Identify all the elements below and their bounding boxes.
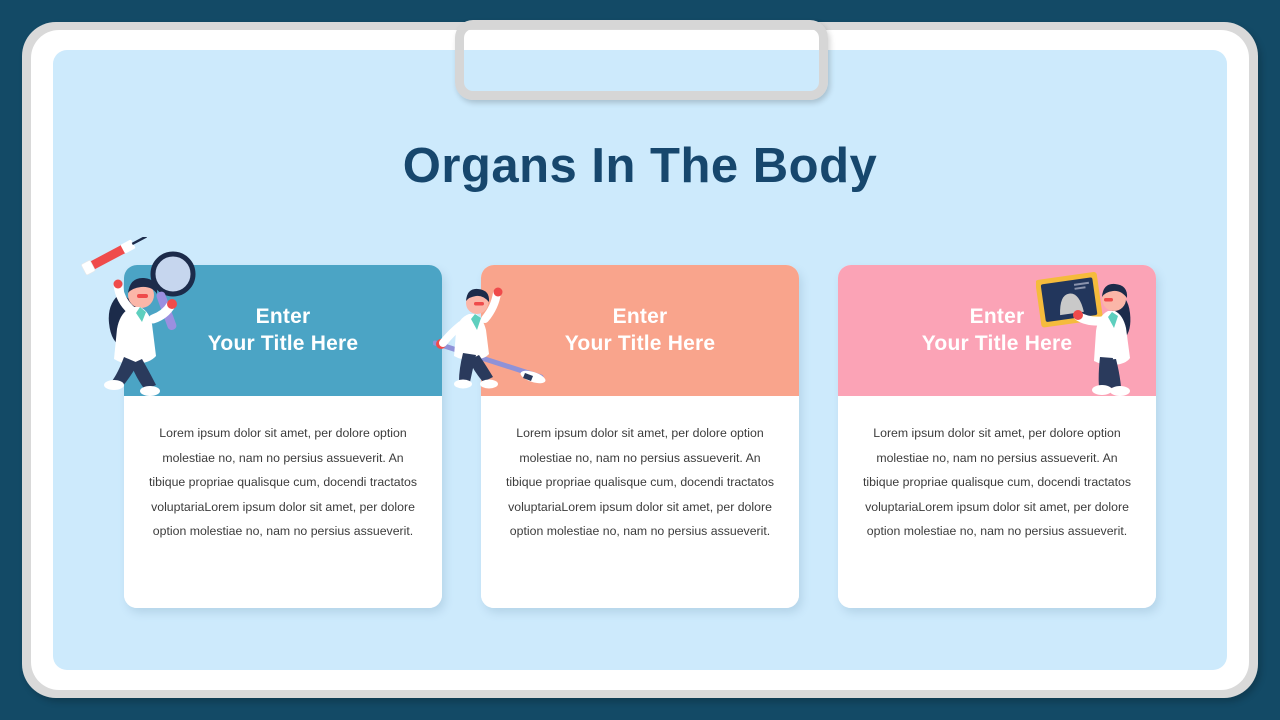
card-2[interactable]: Enter Your Title Here xyxy=(433,265,799,608)
card-2-header: Enter Your Title Here xyxy=(481,265,799,396)
card-3-body: Lorem ipsum dolor sit amet, per dolore o… xyxy=(838,396,1156,608)
top-tab-notch xyxy=(455,20,828,100)
card-1[interactable]: Enter Your Title Here xyxy=(81,237,442,608)
card-3-title: Enter Your Title Here xyxy=(921,305,1073,355)
card-1-header: Enter Your Title Here xyxy=(124,265,442,396)
card-3[interactable]: Enter Your Title Here xyxy=(838,265,1156,608)
page-title: Organs In The Body xyxy=(402,139,878,193)
card-1-body-text: Lorem ipsum dolor sit amet, per dolore o… xyxy=(149,426,417,539)
card-2-body: Lorem ipsum dolor sit amet, per dolore o… xyxy=(481,396,799,608)
card-3-header: Enter Your Title Here xyxy=(838,265,1156,396)
card-1-title: Enter Your Title Here xyxy=(207,305,359,355)
card-2-body-text: Lorem ipsum dolor sit amet, per dolore o… xyxy=(506,426,774,539)
cards-container: Enter Your Title Here xyxy=(0,237,1280,615)
card-2-title: Enter Your Title Here xyxy=(564,305,716,355)
card-1-body: Lorem ipsum dolor sit amet, per dolore o… xyxy=(124,396,442,608)
card-3-body-text: Lorem ipsum dolor sit amet, per dolore o… xyxy=(863,426,1131,539)
